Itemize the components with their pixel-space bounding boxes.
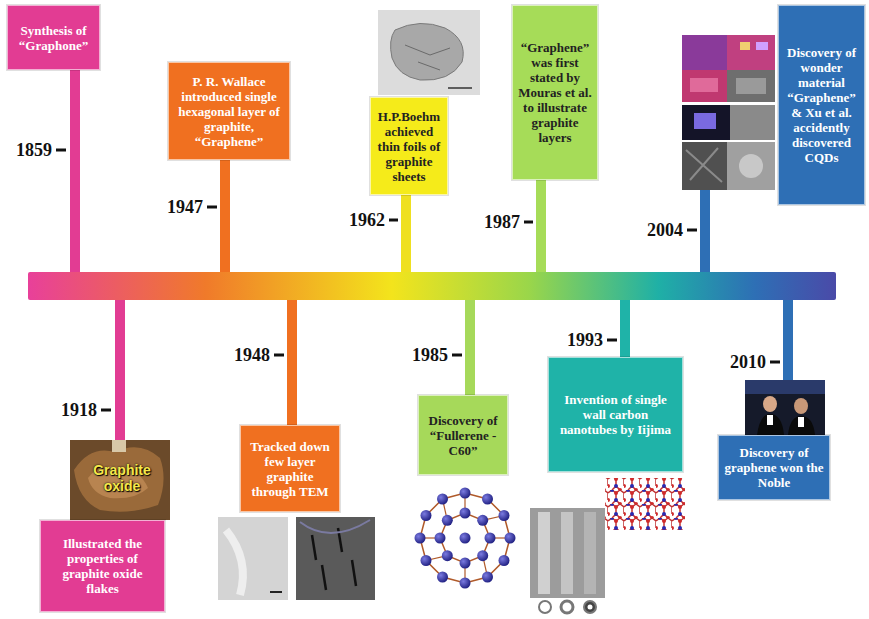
event-text: Invention of single wall carbon nanotube… (553, 392, 678, 437)
event-text: Discovery of graphene won the Noble (723, 445, 825, 490)
timeline-bar (28, 272, 836, 300)
event-box: Invention of single wall carbon nanotube… (548, 357, 683, 472)
stem (465, 296, 475, 401)
event-box: P. R. Wallace introduced single hexagona… (168, 62, 290, 160)
event-text: Tracked down few layer graphite through … (245, 439, 335, 499)
stem (287, 296, 297, 431)
year-label: 2010 (730, 351, 766, 373)
event-text: Synthesis of “Graphone” (12, 23, 95, 53)
event-box: Synthesis of “Graphone” (7, 5, 100, 70)
event-box: Discovery of wonder material “Graphene” … (778, 5, 865, 205)
year-label: 1948 (234, 344, 270, 366)
fullerene-molecule (415, 488, 516, 589)
event-box: Discovery of graphene won the Noble (718, 435, 830, 500)
stem (115, 296, 125, 446)
event-box: Tracked down few layer graphite through … (240, 425, 340, 512)
event-text: Discovery of “Fullerene - C60” (423, 413, 503, 458)
image-caption: Graphite oxide (78, 462, 166, 494)
event-box: Illustrated the properties of graphite o… (40, 520, 165, 612)
event-box: Discovery of “Fullerene - C60” (418, 395, 508, 475)
graphene-collage (682, 35, 775, 190)
event-text: P. R. Wallace introduced single hexagona… (173, 74, 285, 149)
year-label: 1918 (61, 399, 97, 421)
event-box: “Graphene” was first stated by Mouras et… (512, 5, 598, 180)
stem (783, 296, 793, 386)
year-label: 1987 (484, 211, 520, 233)
year-label: 1947 (167, 196, 203, 218)
event-box: H.P.Boehm achieved thin foils of graphit… (370, 97, 448, 195)
stem (620, 296, 630, 361)
event-text: H.P.Boehm achieved thin foils of graphit… (375, 109, 443, 184)
graphite-foil-micrograph (378, 10, 480, 95)
year-label: 1985 (412, 344, 448, 366)
event-text: Discovery of wonder material “Graphene” … (783, 45, 860, 165)
event-text: Illustrated the properties of graphite o… (45, 536, 160, 596)
nanotube-images (530, 478, 685, 613)
graphite-oxide-photo (70, 440, 170, 520)
year-label: 2004 (647, 219, 683, 241)
tem-images (218, 517, 375, 600)
stem (700, 185, 710, 275)
stem (70, 40, 80, 275)
event-text: “Graphene” was first stated by Mouras et… (517, 40, 593, 145)
year-label: 1859 (16, 139, 52, 161)
nobel-photo (745, 380, 825, 435)
year-label: 1962 (349, 209, 385, 231)
year-label: 1993 (567, 329, 603, 351)
